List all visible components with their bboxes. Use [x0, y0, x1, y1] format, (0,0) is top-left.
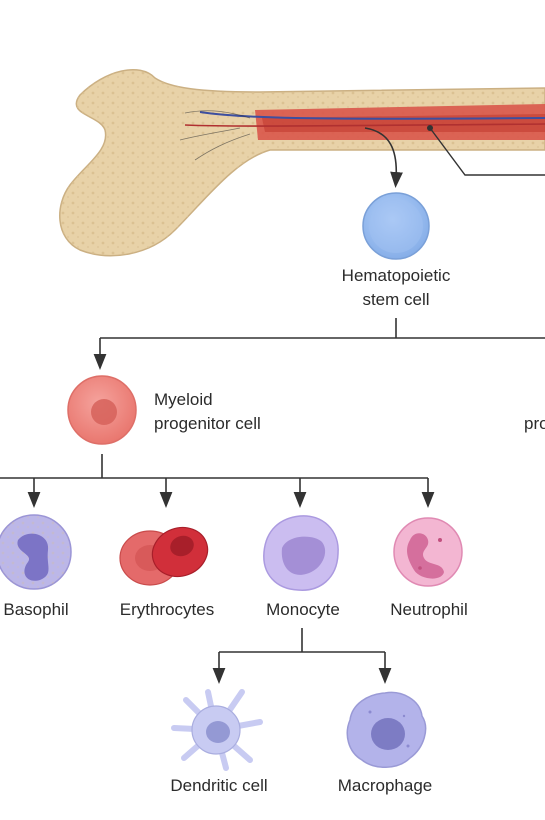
- erythrocytes-label: Erythrocytes: [119, 600, 215, 619]
- basophil-label: Basophil: [3, 600, 69, 619]
- myeloid-branch-lines: [0, 454, 435, 508]
- erythrocytes-cells: [119, 526, 209, 586]
- neutrophil-label: Neutrophil: [390, 600, 468, 619]
- hsc-branch-lines: [93, 318, 545, 370]
- macrophage-label: Macrophage: [337, 776, 433, 795]
- myeloid-label-line1: Myeloid: [154, 390, 213, 409]
- monocyte-branch-lines: [212, 628, 392, 684]
- monocyte-cell: [263, 515, 339, 591]
- marrow-callout-line: [429, 127, 545, 176]
- hsc-label-line1: Hematopoietic: [341, 266, 451, 285]
- hematopoietic-stem-cell: [362, 192, 430, 260]
- macrophage-cell: [346, 691, 427, 768]
- dendritic-cell-label: Dendritic cell: [170, 776, 268, 795]
- arrow-bone-to-hsc: [364, 127, 403, 188]
- hsc-label-line2: stem cell: [362, 290, 430, 309]
- monocyte-label: Monocyte: [266, 600, 340, 619]
- myeloid-label-line2: progenitor cell: [154, 414, 261, 433]
- bone-illustration: [59, 69, 545, 257]
- dendritic-cell: [171, 689, 263, 771]
- cropped-label: pro: [524, 414, 545, 433]
- myeloid-progenitor-cell: [67, 375, 137, 445]
- basophil-cell: [0, 514, 72, 590]
- neutrophil-cell: [393, 517, 463, 587]
